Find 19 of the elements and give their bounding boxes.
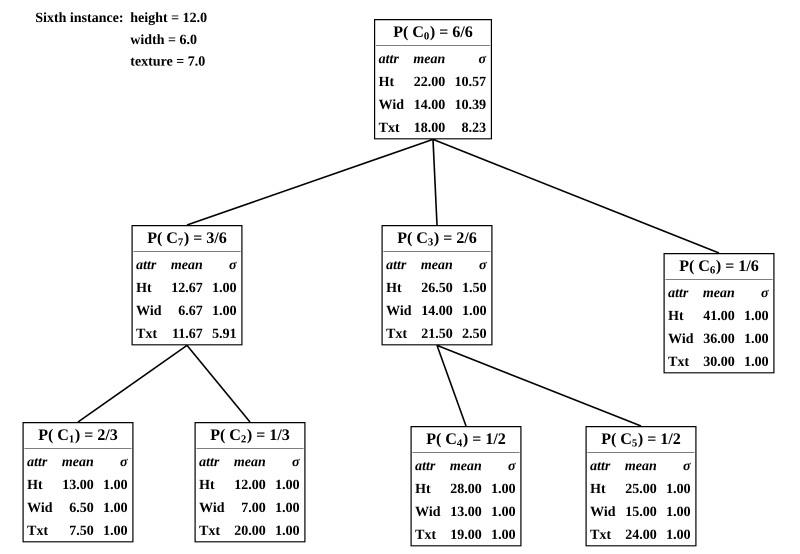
connector-line [78, 344, 188, 423]
cluster-table: P( C$_{2}$) = 1/3 attr mean σ Ht 12.00 1.00 Wid 7.00 1.00 Txt 20.00 1.00 [194, 422, 306, 542]
attribute-value: width = 6.0 [130, 34, 196, 44]
attribute-value: texture = 7.0 [130, 56, 205, 66]
heading-text: Sixth instance: [36, 12, 122, 22]
cluster-table: P( C$_{5}$) = 1/2 attr mean σ Ht 25.00 1.00 Wid 15.00 1.00 Txt 24.00 1.00 [586, 426, 697, 546]
cluster-table: P( C$_{0}$) = 6/6 attr mean σ Ht 22.00 10.57 Wid 14.00 10.39 Txt 18.00 8.23 [374, 19, 492, 140]
cluster-table: P( C$_{3}$) = 2/6 attr mean σ Ht 26.50 1.50 Wid 14.00 1.00 Txt 21.50 2.50 [382, 225, 493, 346]
connector-line [432, 139, 438, 226]
cluster-table: P( C$_{7}$) = 3/6 attr mean σ Ht 12.67 1.00 Wid 6.67 1.00 Txt 11.67 5.91 [132, 225, 242, 346]
connector-line [436, 345, 467, 426]
cluster-table: P( C$_{6}$) = 1/6 attr mean σ Ht 41.00 1.00 Wid 36.00 1.00 Txt 30.00 1.00 [664, 253, 775, 374]
cluster-table: P( C$_{1}$) = 2/3 attr mean σ Ht 13.00 1.00 Wid 6.50 1.00 Txt 7.50 1.00 [22, 422, 134, 542]
attribute-value: height = 12.0 [130, 12, 207, 26]
connector-line [432, 138, 720, 254]
connector-line [186, 138, 434, 226]
connector-line [436, 344, 642, 427]
cluster-table: P( C$_{4}$) = 1/2 attr mean σ Ht 28.00 1.00 Wid 13.00 1.00 Txt 19.00 1.00 [410, 426, 522, 546]
connector-line [186, 344, 251, 423]
